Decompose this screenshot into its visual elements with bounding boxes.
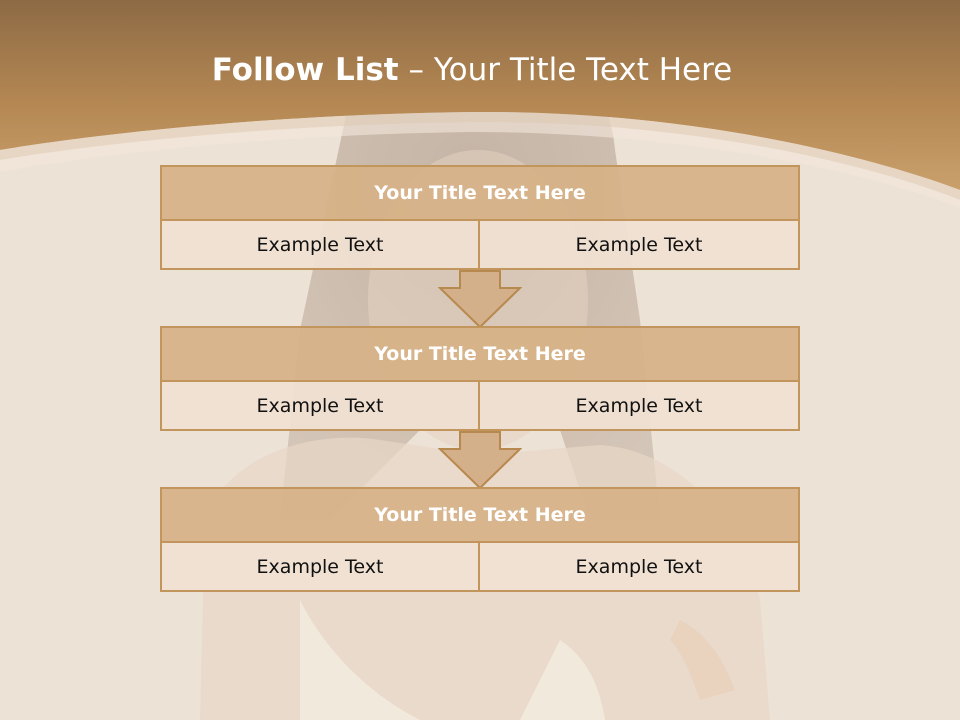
block-title: Your Title Text Here xyxy=(160,165,800,221)
block-cell-right: Example Text xyxy=(480,382,800,431)
block-cell-left: Example Text xyxy=(160,221,480,270)
page-title: Follow List – Your Title Text Here xyxy=(0,52,944,88)
block-cell-right: Example Text xyxy=(480,221,800,270)
page-title-rest: – Your Title Text Here xyxy=(398,52,733,88)
block-title: Your Title Text Here xyxy=(160,487,800,543)
block-cell-left: Example Text xyxy=(160,382,480,431)
down-arrow-icon xyxy=(438,270,522,328)
block-cell-left: Example Text xyxy=(160,543,480,592)
block-title: Your Title Text Here xyxy=(160,326,800,382)
page-title-bold: Follow List xyxy=(211,52,399,88)
down-arrow-icon xyxy=(438,431,522,489)
block-cell-right: Example Text xyxy=(480,543,800,592)
